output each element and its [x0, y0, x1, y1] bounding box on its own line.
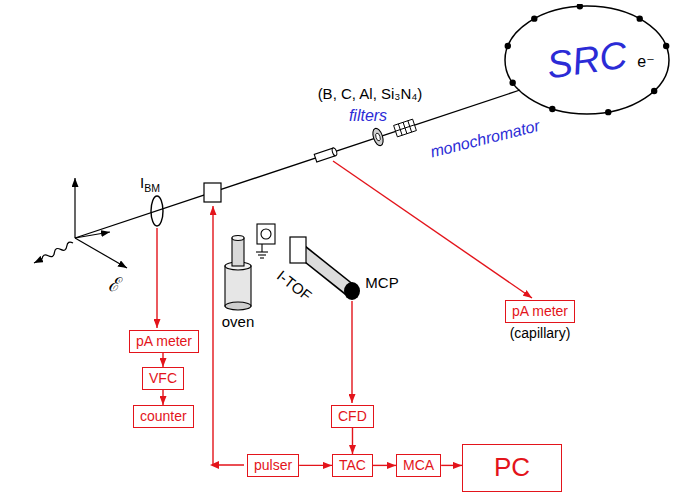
part-name: I-TOF — [274, 268, 315, 305]
electron-bunch — [663, 43, 669, 49]
filter-materials: (B, C, Al, Si₃N₄) — [318, 86, 423, 103]
instrument-box: pA meter — [129, 330, 199, 353]
box-label: MCA — [403, 457, 434, 474]
box-label: TAC — [339, 457, 366, 474]
particle-label: e⁻ — [637, 54, 654, 70]
photon-beam — [75, 90, 520, 238]
electron-bunch — [509, 80, 515, 86]
instrument-box: MCA — [396, 454, 441, 477]
box-label: counter — [140, 408, 187, 425]
part-name: monochromator — [429, 117, 542, 161]
box-label: CFD — [338, 408, 367, 425]
computer-box: PC — [462, 444, 562, 492]
electron-bunch — [605, 109, 611, 115]
box-label: pulser — [254, 457, 292, 474]
part-name: filters — [349, 107, 387, 125]
instrument-box: pulser — [247, 454, 299, 477]
box-label: pA meter — [512, 303, 568, 320]
electron-bunch — [577, 4, 583, 9]
box-note: (capillary) — [510, 325, 571, 342]
axes — [75, 178, 127, 268]
pulser-arrowhead — [210, 461, 219, 469]
box-label: pA meter — [136, 333, 192, 350]
part-name: MCP — [365, 275, 398, 292]
part-name: IBM — [140, 175, 160, 195]
polarization-symbol: ℰ — [108, 274, 119, 295]
part-name: oven — [222, 314, 255, 331]
electron-bunch — [505, 43, 511, 49]
filter-disc — [371, 127, 385, 147]
instrument-box: TAC — [332, 454, 373, 477]
signal-arrow — [441, 465, 462, 466]
beam-monitor — [151, 196, 163, 226]
ring-orbit — [505, 6, 669, 114]
signal-wires — [157, 161, 532, 465]
chopper-plate — [204, 183, 221, 202]
instrument-box: counter — [133, 405, 194, 428]
capillary — [314, 147, 337, 162]
storage-ring: SRC e⁻ — [503, 4, 671, 116]
signal-arrow — [162, 390, 163, 405]
electron-bunch — [531, 15, 537, 21]
instrument-box: VFC — [142, 367, 184, 390]
extraction-plate — [256, 224, 275, 258]
instrument-box: pA meter(capillary) — [505, 300, 575, 323]
signal-arrow — [373, 465, 396, 466]
signal-arrow — [162, 353, 163, 367]
instrument-box: CFD — [331, 405, 374, 428]
monochromator-grating — [394, 119, 417, 137]
ring-name: SRC — [545, 36, 630, 85]
electron-bunch — [637, 15, 643, 21]
electron-bunch — [549, 106, 555, 112]
electron-bunch — [651, 88, 657, 94]
signal-arrow — [299, 465, 332, 466]
signal-arrow — [352, 428, 353, 454]
box-label: VFC — [149, 370, 177, 387]
oven-symbol — [225, 236, 251, 311]
wavy-light — [34, 242, 73, 263]
box-label: PC — [494, 452, 530, 483]
